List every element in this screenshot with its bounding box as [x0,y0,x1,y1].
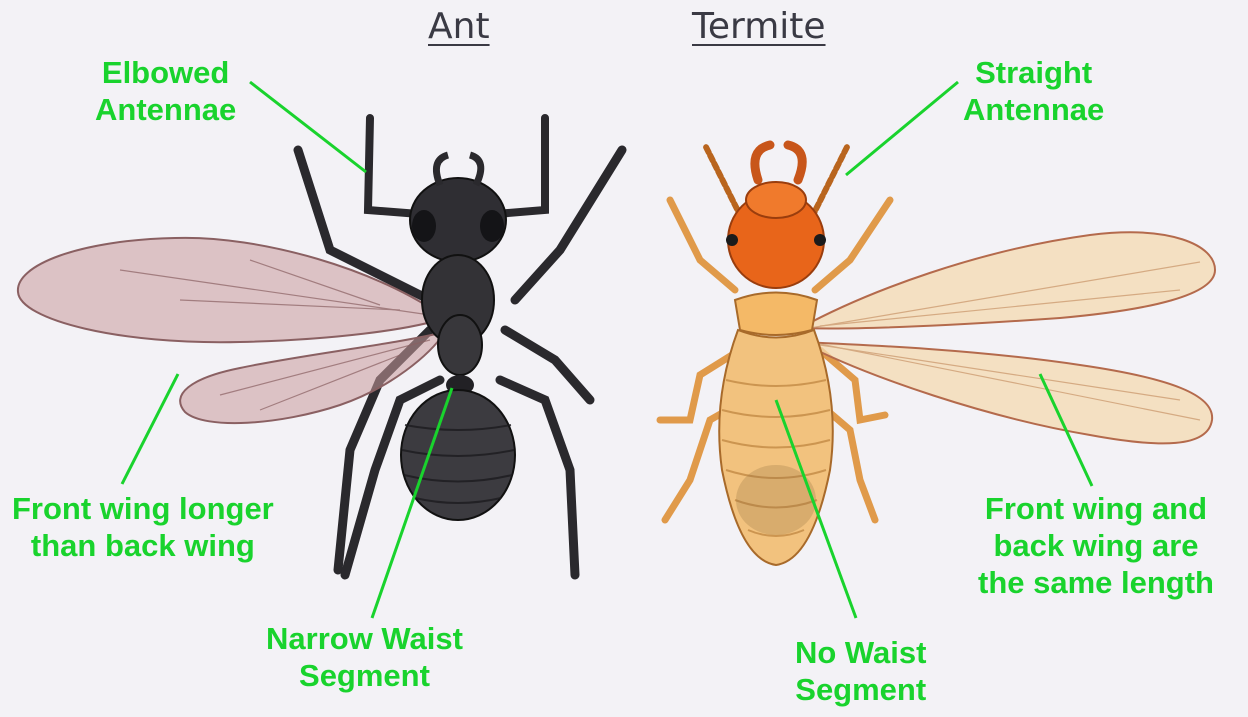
label-front-wing-ant: Front wing longer than back wing [12,490,274,564]
ant-heading: Ant [428,6,490,47]
label-narrow-waist: Narrow Waist Segment [266,620,463,694]
leader-elbowed [250,82,366,172]
label-no-waist: No Waist Segment [795,634,926,708]
label-front-wing-termite: Front wing and back wing are the same le… [978,490,1214,602]
label-elbowed-antennae: Elbowed Antennae [95,54,236,128]
termite-heading: Termite [692,6,826,47]
ant-wings [18,238,445,423]
label-straight-antennae: Straight Antennae [963,54,1104,128]
leader-front-ant [122,374,178,484]
leader-straight [846,82,958,175]
